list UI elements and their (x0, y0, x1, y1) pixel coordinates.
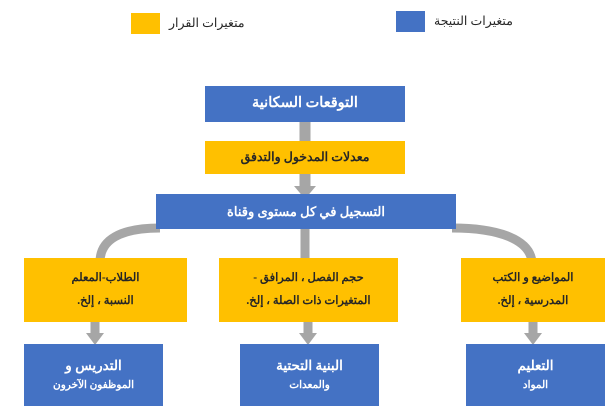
node-population-projections-line1: التوقعات السكانية (252, 95, 358, 112)
node-infrastructure-and-equipment-line1: البنية التحتية (276, 357, 343, 373)
node-intake-and-flow-rates-line1: معدلات المدخول والتدفق (240, 150, 370, 165)
node-teaching-and-other-staff-line2: الموظفون الآخرون (53, 379, 135, 391)
connector-enrollment-to-ratio (95, 223, 161, 263)
node-enrollment-by-level-and-channel[interactable]: التسجيل في كل مستوى وقناة (156, 194, 456, 229)
outcome-variables-swatch (396, 11, 425, 32)
node-infrastructure-and-equipment[interactable]: البنية التحتية والمعدات (240, 344, 379, 406)
node-class-size-and-facilities[interactable]: حجم الفصل ، المرافق - المتغيرات ذات الصل… (219, 258, 398, 322)
node-infrastructure-and-equipment-line2: والمعدات (289, 379, 330, 391)
node-subjects-and-textbooks[interactable]: المواضيع و الكتب المدرسية ، إلخ. (461, 258, 605, 322)
legend-item-outcome-variables: متغيرات النتيجة (396, 11, 513, 32)
node-enrollment-by-level-and-channel-line1: التسجيل في كل مستوى وقناة (227, 203, 385, 219)
decision-variables-swatch (131, 13, 160, 34)
node-teaching-and-other-staff[interactable]: التدريس و الموظفون الآخرون (24, 344, 163, 406)
node-class-size-and-facilities-line2: المتغيرات ذات الصلة ، إلخ. (246, 294, 371, 307)
node-student-teacher-ratio-line1: الطلاب-المعلم (71, 271, 140, 284)
node-teaching-and-other-staff-line1: التدريس و (65, 357, 122, 373)
connector-enrollment-to-subjects (451, 223, 537, 263)
node-class-size-and-facilities-line1: حجم الفصل ، المرافق - (253, 271, 364, 284)
node-intake-and-flow-rates[interactable]: معدلات المدخول والتدفق (205, 141, 405, 174)
node-subjects-and-textbooks-line1: المواضيع و الكتب (492, 271, 574, 284)
node-teaching-materials-line1: التعليم (517, 357, 554, 373)
legend-label-decision-variables: متغيرات القرار (169, 16, 245, 31)
node-student-teacher-ratio[interactable]: الطلاب-المعلم النسبة ، إلخ. (24, 258, 187, 322)
legend-item-decision-variables: متغيرات القرار (131, 13, 245, 34)
node-population-projections[interactable]: التوقعات السكانية (205, 86, 405, 122)
legend-label-outcome-variables: متغيرات النتيجة (434, 14, 513, 29)
node-teaching-materials-line2: المواد (522, 379, 549, 391)
node-teaching-materials[interactable]: التعليم المواد (466, 344, 605, 406)
node-subjects-and-textbooks-line2: المدرسية ، إلخ. (497, 294, 569, 307)
node-student-teacher-ratio-line2: النسبة ، إلخ. (77, 294, 134, 307)
